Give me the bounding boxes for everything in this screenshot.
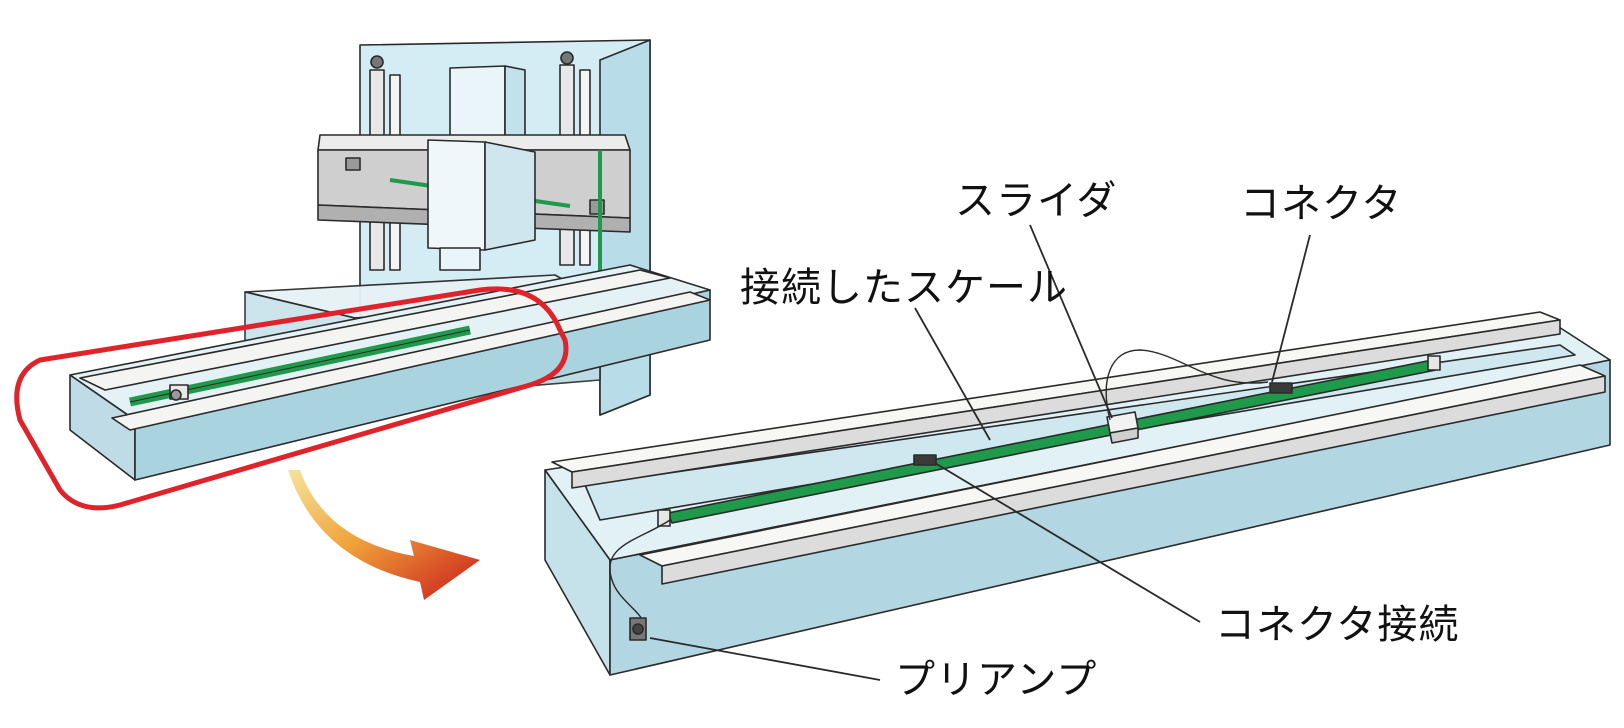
joint-mark-2 xyxy=(1269,382,1293,394)
joint-mark-1 xyxy=(913,454,937,466)
preamp-cable xyxy=(609,519,671,626)
leader-lines xyxy=(649,224,1311,681)
label-connector: コネクタ xyxy=(1240,181,1403,227)
leader-slider xyxy=(1029,224,1113,419)
zoom-arrow xyxy=(288,470,480,600)
leader-connector xyxy=(1271,234,1311,383)
leader-joint xyxy=(934,462,1201,623)
label-connected-scale: 接続したスケール xyxy=(740,265,1068,311)
rail-back xyxy=(79,269,671,391)
label-slider: スライダ xyxy=(955,178,1118,224)
highlight-frame xyxy=(14,286,569,511)
slider-cable xyxy=(1105,349,1269,421)
leader-scale xyxy=(914,307,991,441)
label-connector-joint: コネクタ接続 xyxy=(1215,602,1460,648)
spindle-head xyxy=(427,139,486,251)
bed-detail xyxy=(544,311,1611,676)
machine-overview xyxy=(69,39,711,481)
leader-preamp xyxy=(649,637,881,681)
label-preamp: プリアンプ xyxy=(895,657,1098,703)
scale-end-right xyxy=(1427,355,1441,371)
